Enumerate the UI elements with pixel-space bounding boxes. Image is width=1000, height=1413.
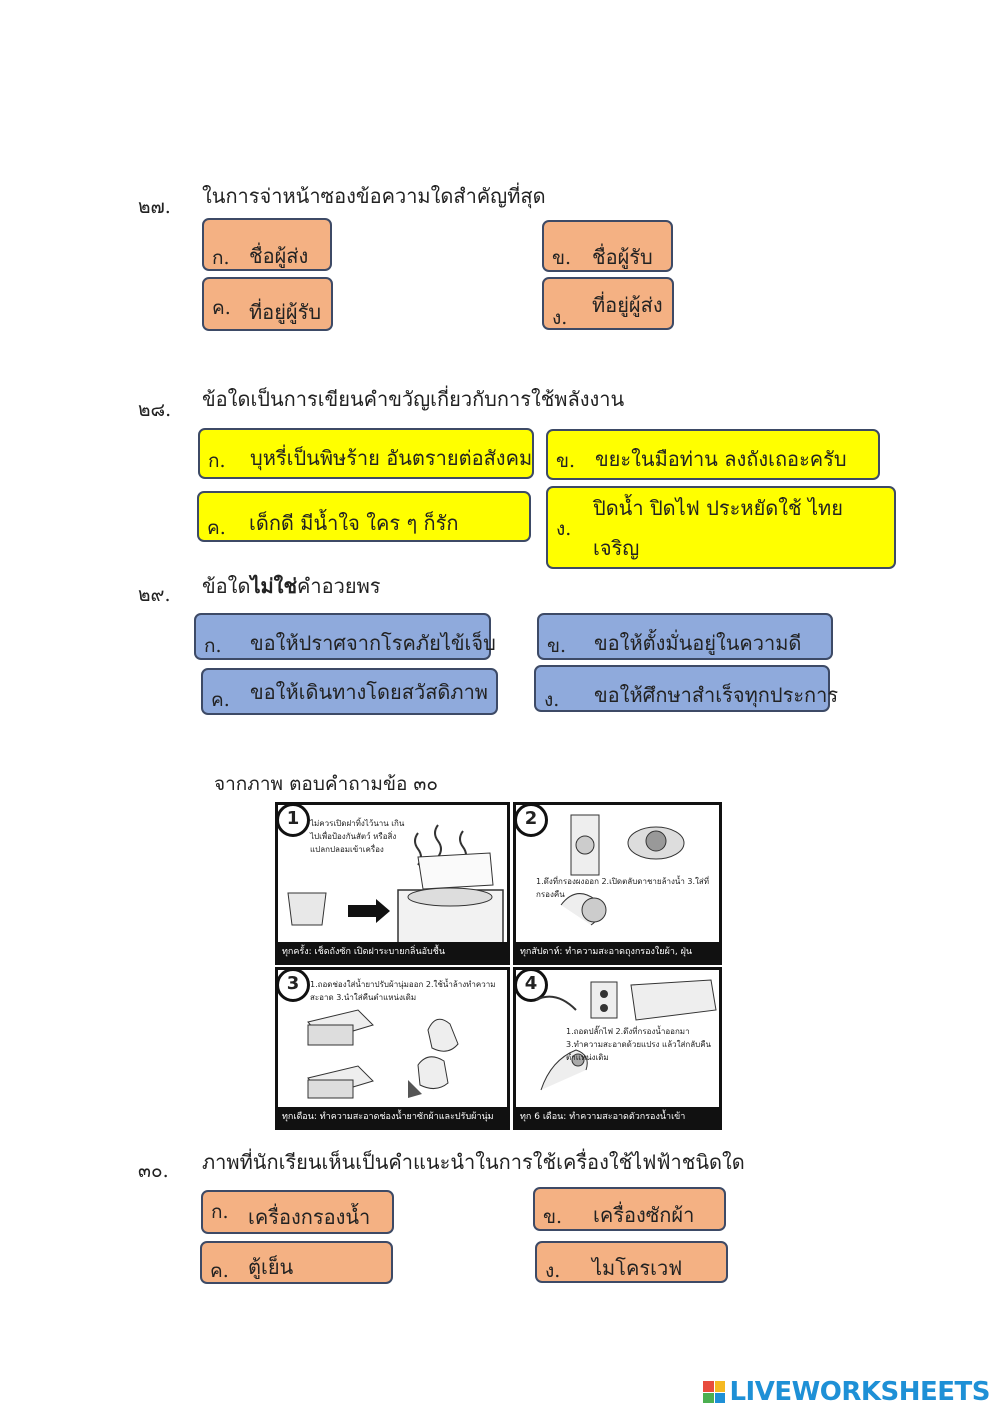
- option-label: ง.: [544, 689, 560, 711]
- liveworksheets-logo: LIVEWORKSHEETS: [703, 1377, 990, 1407]
- q30-text: ภาพที่นักเรียนเห็นเป็นคำแนะนำในการใช้เคร…: [202, 1150, 745, 1174]
- option-text: ขอให้เดินทางโดยสวัสดิภาพ: [250, 680, 488, 704]
- option-text: เครื่องกรองน้ำ: [248, 1205, 371, 1229]
- option-label: ง.: [552, 307, 568, 329]
- q29-number: ๒๙.: [138, 584, 171, 606]
- option-text-line2: เจริญ: [593, 536, 640, 560]
- option-label: ก.: [204, 635, 222, 657]
- q30-intro: จากภาพ ตอบคำถามข้อ ๓๐: [214, 773, 438, 795]
- panel-number: 1: [278, 805, 310, 837]
- panel-footer: ทุกครั้ง: เช็ดถังซัก เปิดฝาระบายกลิ่นอับ…: [278, 942, 507, 962]
- q30-option-a[interactable]: ก. เครื่องกรองน้ำ: [201, 1190, 394, 1234]
- option-label: ข.: [552, 247, 572, 269]
- option-label: ข.: [556, 450, 576, 472]
- q28-option-b[interactable]: ข. ขยะในมือท่าน ลงถังเถอะครับ: [546, 429, 880, 480]
- q29-text: ข้อใดไม่ใช่คำอวยพร: [202, 570, 381, 602]
- q29-option-c[interactable]: ค. ขอให้เดินทางโดยสวัสดิภาพ: [201, 668, 498, 715]
- instruction-panel-2: 2 1.ดึงที่กรองผงออก 2.เปิดตลับดาชายล้างน…: [513, 802, 722, 965]
- option-label: ค.: [207, 517, 226, 539]
- option-text: ชื่อผู้รับ: [592, 245, 653, 269]
- option-text: ไมโครเวฟ: [592, 1256, 683, 1280]
- panel-footer: ทุกสัปดาห์: ทำความสะอาดถุงกรองใยผ้า, ฝุ่…: [516, 942, 719, 962]
- q28-text: ข้อใดเป็นการเขียนคำขวัญเกี่ยวกับการใช้พล…: [202, 387, 625, 411]
- q27-option-c[interactable]: ค. ที่อยู่ผู้รับ: [202, 277, 333, 331]
- option-label: ก.: [208, 450, 226, 472]
- panel-footer: ทุก 6 เดือน: ทำความสะอาดตัวกรองน้ำเข้า: [516, 1107, 719, 1127]
- panel-note: 1.ถอดช่องใส่น้ำยาปรับผ้านุ่มออก 2.ใช้น้ำ…: [310, 980, 496, 1002]
- q28-option-a[interactable]: ก. บุหรี่เป็นพิษร้าย อันตรายต่อสังคม: [198, 428, 534, 479]
- option-label: ง.: [556, 518, 572, 540]
- q27-number: ๒๗.: [138, 196, 171, 218]
- option-label: ค.: [212, 297, 231, 319]
- option-text: ขอให้ปราศจากโรคภัยไข้เจ็บ: [250, 631, 496, 655]
- option-label: ก.: [211, 1201, 229, 1223]
- option-label: ค.: [210, 1260, 229, 1282]
- option-label: ง.: [545, 1260, 561, 1282]
- panel-footer: ทุกเดือน: ทำความสะอาดช่องน้ำยาซักผ้าและป…: [278, 1107, 507, 1127]
- option-text: เครื่องซักผ้า: [593, 1203, 695, 1227]
- q29-option-d[interactable]: ง. ขอให้ศึกษาสำเร็จทุกประการ: [534, 665, 838, 712]
- option-text: ที่อยู่ผู้ส่ง: [592, 293, 663, 317]
- q27-text: ในการจ่าหน้าซองข้อความใดสำคัญที่สุด: [202, 184, 546, 208]
- q29-text-after: คำอวยพร: [297, 574, 381, 598]
- option-text-line1: ปิดน้ำ ปิดไฟ ประหยัดใช้ ไทย: [593, 496, 843, 520]
- detergent-drawer-illustration: [307, 1009, 459, 1099]
- option-text: ขอให้ศึกษาสำเร็จทุกประการ: [594, 683, 839, 707]
- q29-option-a[interactable]: ก. ขอให้ปราศจากโรคภัยไข้เจ็บ: [194, 613, 496, 660]
- q30-number: ๓๐.: [138, 1160, 169, 1182]
- option-text: ชื่อผู้ส่ง: [249, 244, 309, 268]
- washing-machine-instructions-figure: 1 ไม่ควรเปิดฝาทิ้งไว้นาน เกินไปเพื่อป้อง…: [275, 802, 722, 1130]
- q29-text-bold: ไม่ใช่: [250, 574, 298, 598]
- q28-number: ๒๘.: [138, 399, 172, 421]
- option-text: เด็กดี มีน้ำใจ ใคร ๆ ก็รัก: [249, 511, 459, 535]
- option-text: ขยะในมือท่าน ลงถังเถอะครับ: [595, 447, 847, 471]
- water-inlet-filter-illustration: [535, 979, 717, 1091]
- q28-option-c[interactable]: ค. เด็กดี มีน้ำใจ ใคร ๆ ก็รัก: [197, 491, 531, 542]
- option-label: ข.: [543, 1206, 563, 1228]
- q27-option-a[interactable]: ก. ชื่อผู้ส่ง: [202, 218, 332, 271]
- brand-name: LIVEWORKSHEETS: [729, 1377, 990, 1407]
- option-text: ขอให้ตั้งมั่นอยู่ในความดี: [594, 631, 802, 655]
- option-label: ข.: [547, 635, 567, 657]
- q30-option-c[interactable]: ค. ตู้เย็น: [200, 1241, 393, 1284]
- q30-option-d[interactable]: ง. ไมโครเวฟ: [535, 1241, 728, 1283]
- q30-option-b[interactable]: ข. เครื่องซักผ้า: [533, 1187, 726, 1231]
- option-text: ตู้เย็น: [248, 1255, 294, 1279]
- instruction-panel-4: 4 1.ถอดปลั๊กไฟ 2.ดึงที่กรองน้ำออกมา 3.ทำ…: [513, 967, 722, 1130]
- panel-number: 3: [278, 970, 310, 1002]
- instruction-panel-1: 1 ไม่ควรเปิดฝาทิ้งไว้นาน เกินไปเพื่อป้อง…: [275, 802, 510, 965]
- panel-note: ไม่ควรเปิดฝาทิ้งไว้นาน เกินไปเพื่อป้องกั…: [310, 819, 405, 854]
- filter-cleaning-illustration: [560, 814, 685, 926]
- liveworksheets-logo-icon: [703, 1381, 726, 1403]
- q27-option-b[interactable]: ข. ชื่อผู้รับ: [542, 220, 673, 272]
- washing-machine-illustration: [287, 824, 504, 945]
- option-label: ก.: [212, 247, 230, 269]
- q29-text-before: ข้อใด: [202, 574, 251, 598]
- option-text: บุหรี่เป็นพิษร้าย อันตรายต่อสังคม: [250, 446, 533, 470]
- q28-option-d[interactable]: ง. ปิดน้ำ ปิดไฟ ประหยัดใช้ ไทย เจริญ: [546, 486, 896, 569]
- q29-option-b[interactable]: ข. ขอให้ตั้งมั่นอยู่ในความดี: [537, 613, 833, 660]
- q27-option-d[interactable]: ง. ที่อยู่ผู้ส่ง: [542, 277, 674, 330]
- option-label: ค.: [211, 689, 230, 711]
- instruction-panel-3: 3 1.ถอดช่องใส่น้ำยาปรับผ้านุ่มออก 2.ใช้น…: [275, 967, 510, 1130]
- option-text: ที่อยู่ผู้รับ: [249, 300, 322, 324]
- panel-note: 1.ถอดปลั๊กไฟ 2.ดึงที่กรองน้ำออกมา 3.ทำคว…: [566, 1027, 712, 1062]
- panel-number: 2: [516, 805, 548, 837]
- panel-note: 1.ดึงที่กรองผงออก 2.เปิดตลับดาชายล้างน้ำ…: [536, 877, 710, 899]
